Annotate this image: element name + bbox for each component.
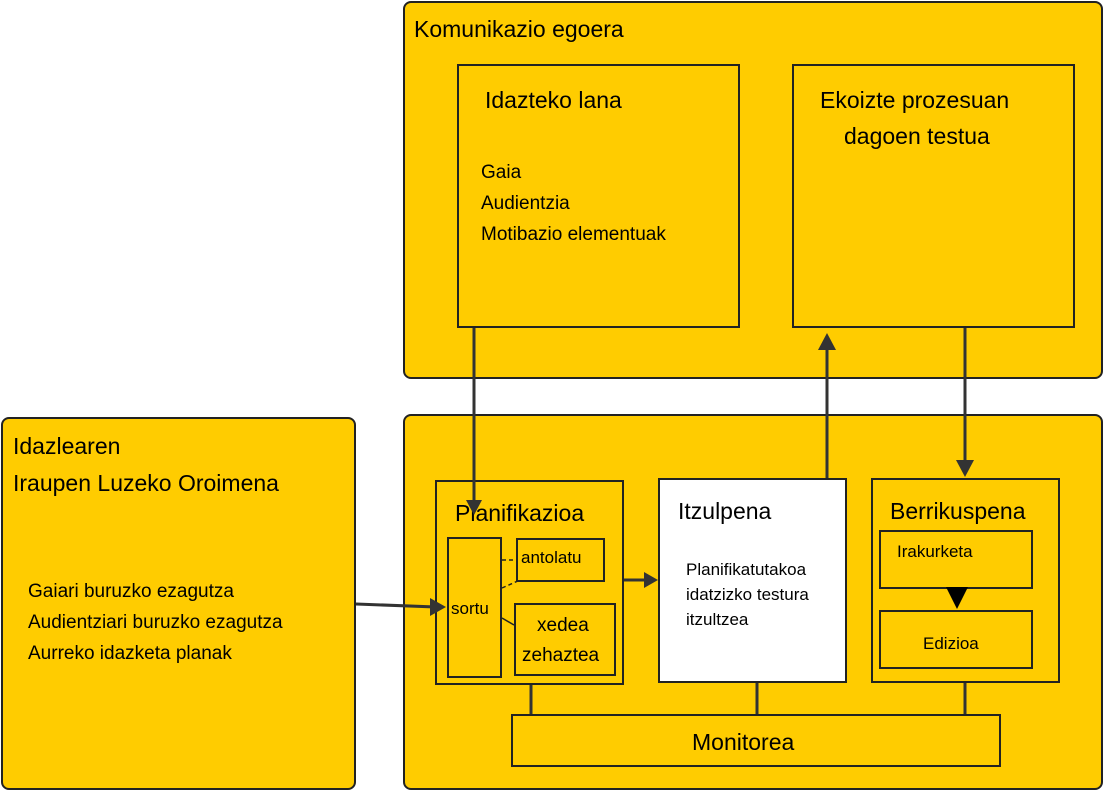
memory-item-topic-knowledge: Gaiari buruzko ezagutza xyxy=(28,581,234,602)
organize-label: antolatu xyxy=(521,548,582,567)
text-in-progress-box xyxy=(792,64,1075,328)
long-term-memory-title-line2: Iraupen Luzeko Oroimena xyxy=(13,470,279,496)
writing-task-box xyxy=(457,64,740,328)
long-term-memory-panel xyxy=(1,417,356,790)
arrow-memory-to-generate-head xyxy=(430,598,446,616)
arrow-memory-to-generate xyxy=(355,602,437,609)
text-in-progress-title-line2: dagoen testua xyxy=(844,123,990,149)
arrow-reading-to-editing-head xyxy=(946,587,968,609)
translation-desc-line1: Planifikatutakoa xyxy=(686,560,807,579)
writing-task-item-motivation: Motibazio elementuak xyxy=(481,224,666,245)
arrow-text-to-review-head xyxy=(956,460,974,477)
generate-box xyxy=(447,537,502,678)
link-generate-goals xyxy=(501,617,515,626)
memory-item-previous-plans: Aurreko idazketa planak xyxy=(28,643,232,664)
review-title: Berrikuspena xyxy=(890,498,1026,524)
monitor-box xyxy=(511,714,1001,767)
writing-task-title: Idazteko lana xyxy=(485,87,622,113)
link-organize-goals xyxy=(501,579,521,589)
organize-box xyxy=(516,538,605,582)
writing-task-item-audience: Audientzia xyxy=(481,193,570,214)
generate-label: sortu xyxy=(451,599,489,618)
arrow-translation-to-text-head xyxy=(818,333,836,350)
translation-box xyxy=(658,478,847,683)
text-in-progress-title-line1: Ekoizte prozesuan xyxy=(820,87,1010,113)
reading-box xyxy=(879,530,1033,589)
long-term-memory-title-line1: Idazlearen xyxy=(13,433,121,459)
editing-label: Edizioa xyxy=(923,634,979,653)
translation-desc-line2: idatzizko testura xyxy=(686,585,809,604)
set-goals-label-line1: xedea xyxy=(537,615,589,636)
memory-item-audience-knowledge: Audientziari buruzko ezagutza xyxy=(28,612,283,633)
monitor-label: Monitorea xyxy=(692,729,795,755)
reading-label: Irakurketa xyxy=(897,542,973,561)
set-goals-box xyxy=(514,603,616,676)
set-goals-label-line2: zehaztea xyxy=(522,645,600,666)
translation-desc-line3: itzultzea xyxy=(686,610,749,629)
arrow-task-to-generate-head xyxy=(466,500,482,515)
arrow-planning-to-translation-head xyxy=(644,572,658,588)
editing-box xyxy=(879,610,1033,669)
communication-context-title: Komunikazio egoera xyxy=(414,16,624,42)
writing-task-item-topic: Gaia xyxy=(481,162,522,183)
translation-title: Itzulpena xyxy=(678,498,772,524)
